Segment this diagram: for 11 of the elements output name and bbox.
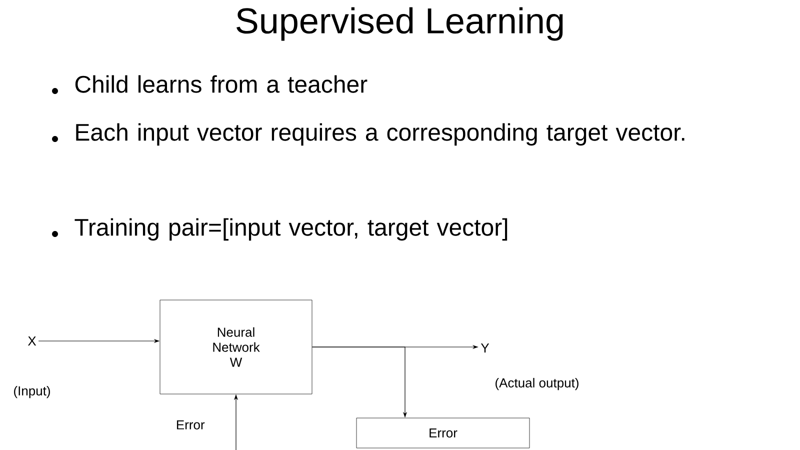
bullet-text: Training pair=[input vector, target vector] (74, 218, 508, 241)
caption-text: (Input) (14, 386, 50, 398)
caption-text: (Actual output) (496, 378, 578, 390)
node-label: X (28, 336, 36, 346)
bullet-text: Child learns from a teacher (75, 75, 368, 93)
process-box: Neural Network W (160, 300, 312, 394)
bullet-text: Each input vector requires a corresponding target vector. (76, 123, 684, 146)
edge-label: Error (174, 419, 206, 430)
node-label: Y (480, 344, 490, 352)
process-box: Error (356, 418, 530, 448)
slide-title: Supervised Learning (236, 7, 563, 41)
